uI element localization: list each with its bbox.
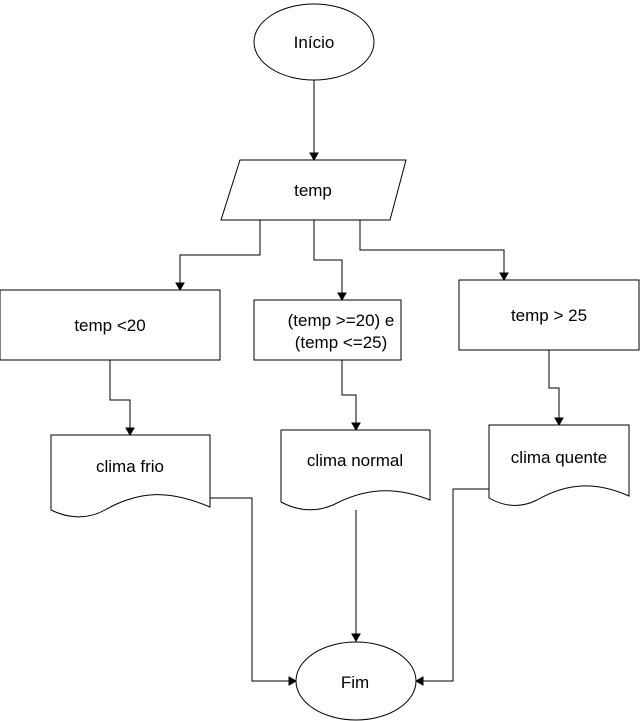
- edge-input-to-cond-3: [359, 220, 505, 273]
- arrowhead-input: [309, 152, 319, 162]
- arrowhead-cond-3: [499, 272, 509, 282]
- output-node-2[interactable]: clima normal: [280, 429, 431, 511]
- condition-box-2: [253, 299, 402, 361]
- condition-label-2-line-2: (temp <=25): [295, 333, 388, 352]
- end-label: Fim: [341, 673, 369, 692]
- edge-cond-2-to-output-2: [341, 360, 357, 423]
- edge-cond-3-to-output-3: [548, 350, 560, 418]
- edge-output-1-to-end: [210, 497, 289, 682]
- input-parallelogram: [220, 159, 407, 221]
- edge-output-3-to-end: [423, 488, 489, 682]
- arrowhead-cond-2: [337, 292, 347, 302]
- output-node-1[interactable]: clima frio: [50, 434, 211, 518]
- arrowhead-output-2: [351, 422, 361, 432]
- arrowhead-end-left: [288, 676, 298, 686]
- arrowhead-end-top: [351, 633, 361, 643]
- edge-cond-1-to-output-1: [109, 360, 131, 428]
- condition-node-3[interactable]: temp > 25: [458, 279, 640, 351]
- condition-box-1: [0, 289, 221, 361]
- document-shape-3: [488, 424, 630, 506]
- start-node[interactable]: Início: [253, 3, 375, 81]
- output-label-2: clima normal: [307, 451, 403, 470]
- edge-input-to-cond-1: [179, 220, 261, 283]
- document-shape-2: [280, 429, 431, 511]
- condition-box-3: [458, 279, 640, 351]
- start-label: Início: [294, 33, 335, 52]
- condition-label-3: temp > 25: [511, 306, 587, 325]
- arrowhead-cond-1: [175, 282, 185, 292]
- arrowhead-output-3: [554, 417, 564, 427]
- end-node[interactable]: Fim: [295, 641, 417, 721]
- output-label-3: clima quente: [511, 448, 607, 467]
- input-node[interactable]: temp: [220, 159, 407, 221]
- condition-label-1: temp <20: [74, 316, 145, 335]
- start-ellipse: [253, 3, 375, 81]
- end-ellipse: [295, 641, 417, 721]
- output-label-1: clima frio: [96, 457, 164, 476]
- document-shape-1: [50, 434, 211, 518]
- edge-input-to-cond-2: [313, 220, 343, 293]
- condition-node-2[interactable]: (temp >=20) e (temp <=25): [253, 299, 402, 361]
- connectors: [109, 80, 564, 686]
- condition-label-2-line-1: (temp >=20) e: [288, 311, 395, 330]
- condition-node-1[interactable]: temp <20: [0, 289, 221, 361]
- input-label: temp: [294, 181, 332, 200]
- output-node-3[interactable]: clima quente: [488, 424, 630, 506]
- arrowhead-output-1: [125, 427, 135, 437]
- arrowhead-end-right: [414, 676, 424, 686]
